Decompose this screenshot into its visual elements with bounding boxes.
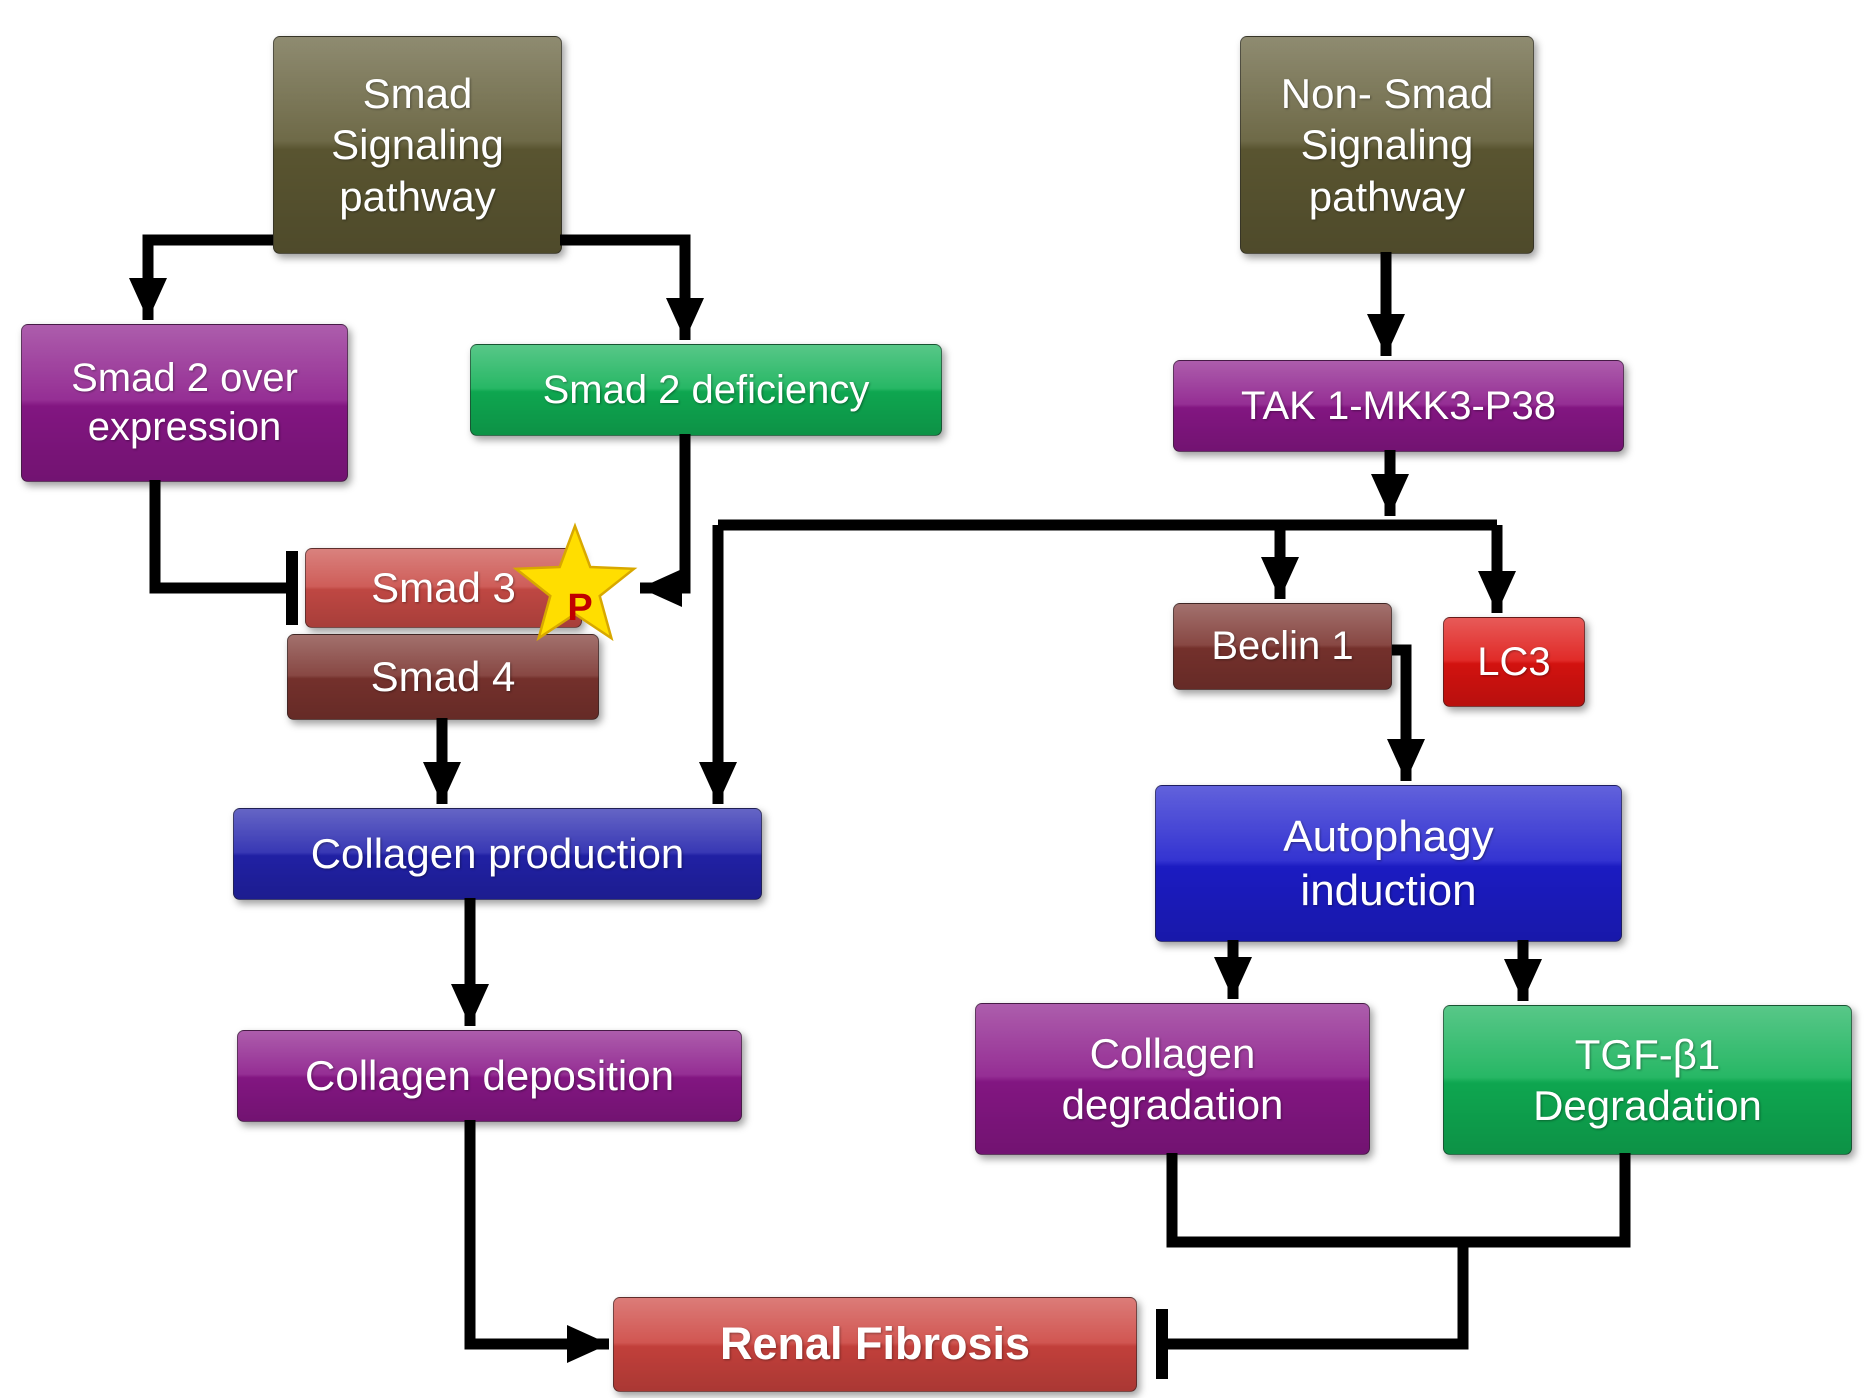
node-renal-fibrosis-label: Renal Fibrosis (719, 1318, 1031, 1370)
node-smad4: Smad 4 (287, 634, 599, 720)
node-smad3: Smad 3 (305, 548, 582, 628)
edge-smad2-def-to-smad3 (640, 434, 691, 607)
edge-smad2-over-inhibits-smad3 (149, 480, 286, 594)
node-tak1-mkk3-p38-label: TAK 1-MKK3-P38 (1241, 383, 1556, 428)
node-beclin1: Beclin 1 (1173, 603, 1392, 690)
node-smad-signaling-pathway-label: Smad Signaling pathway (331, 70, 504, 220)
node-smad2-overexpression-label: Smad 2 over expression (71, 356, 298, 449)
edge-deposition-to-renal-fibrosis (464, 1120, 609, 1363)
edge-beclin-lc3-to-autophagy (1387, 644, 1425, 781)
node-smad2-deficiency: Smad 2 deficiency (470, 344, 942, 436)
node-lc3: LC3 (1443, 617, 1585, 707)
edge-degradations-join (1166, 1153, 1631, 1248)
node-tgfb1-degradation: TGF-β1 Degradation (1443, 1005, 1852, 1155)
node-collagen-degradation-label: Collagen degradation (1061, 1029, 1284, 1128)
edge-smad-pathway-to-smad2-over (129, 234, 273, 320)
node-autophagy-induction-label: Autophagy induction (1283, 811, 1494, 915)
node-collagen-production: Collagen production (233, 808, 762, 900)
node-collagen-deposition: Collagen deposition (237, 1030, 742, 1122)
node-tgfb1-degradation-label: TGF-β1 Degradation (1533, 1030, 1762, 1129)
node-smad2-overexpression: Smad 2 over expression (21, 324, 348, 482)
node-autophagy-induction: Autophagy induction (1155, 785, 1622, 942)
node-renal-fibrosis: Renal Fibrosis (613, 1297, 1137, 1392)
node-smad3-label: Smad 3 (371, 564, 516, 612)
node-collagen-deposition-label: Collagen deposition (305, 1052, 674, 1100)
node-collagen-degradation: Collagen degradation (975, 1003, 1370, 1155)
node-smad4-label: Smad 4 (370, 653, 516, 701)
edge-degradations-inhibit-renal-fibrosis (1168, 1242, 1469, 1350)
node-non-smad-signaling-pathway: Non- Smad Signaling pathway (1240, 36, 1534, 254)
node-tak1-mkk3-p38: TAK 1-MKK3-P38 (1173, 360, 1624, 452)
node-smad2-deficiency-label: Smad 2 deficiency (542, 367, 870, 412)
node-non-smad-signaling-pathway-label: Non- Smad Signaling pathway (1280, 70, 1494, 220)
node-collagen-production-label: Collagen production (310, 830, 685, 878)
node-smad-signaling-pathway: Smad Signaling pathway (273, 36, 562, 254)
node-lc3-label: LC3 (1477, 639, 1551, 684)
node-beclin1-label: Beclin 1 (1211, 624, 1354, 669)
edge-smad-pathway-to-smad2-def (560, 234, 704, 340)
